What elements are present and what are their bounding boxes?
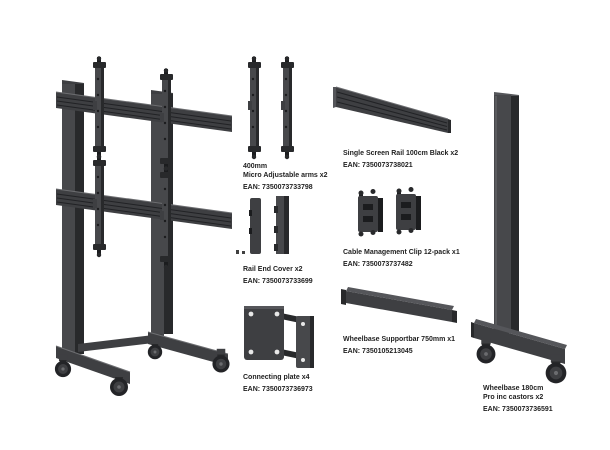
wheelbase-pole-illustration [471, 92, 567, 384]
product-ean: EAN: 7350073733699 [243, 278, 313, 285]
small-fastener-marks [242, 251, 245, 254]
product-ean: EAN: 7350073736591 [483, 406, 553, 413]
cable-clip-illustration [358, 187, 421, 237]
product-title: Single Screen Rail 100cm Black x2 [343, 150, 459, 157]
label-wheelbase: Wheelbase 180cm Pro inc castors x2 EAN: … [483, 384, 553, 414]
product-title: Rail End Cover x2 [243, 266, 303, 273]
product-ean: EAN: 7350105213045 [343, 348, 413, 355]
supportbar-illustration [341, 287, 457, 323]
screen-rail-illustration [333, 86, 451, 133]
label-micro-arms: 400mm Micro Adjustable arms x2 EAN: 7350… [243, 162, 328, 192]
label-connecting-plate: Connecting plate x4 EAN: 7350073736973 [243, 373, 313, 394]
product-ean: EAN: 7350073738021 [343, 162, 413, 169]
label-cable-clip: Cable Management Clip 12-pack x1 EAN: 73… [343, 248, 460, 269]
label-screen-rail: Single Screen Rail 100cm Black x2 EAN: 7… [343, 149, 458, 170]
product-ean: EAN: 7350073737482 [343, 261, 413, 268]
product-title: 400mm [243, 163, 268, 170]
main-stand-illustration [54, 56, 233, 396]
product-ean: EAN: 7350073736973 [243, 386, 313, 393]
connecting-plate-illustration [244, 306, 314, 368]
product-title: Cable Management Clip 12-pack x1 [343, 249, 460, 256]
product-title: Connecting plate x4 [243, 374, 310, 381]
rail-end-cover-illustration [236, 196, 289, 254]
adjustable-arm [248, 56, 261, 160]
product-title: Micro Adjustable arms x2 [243, 172, 328, 179]
product-ean: EAN: 7350073733798 [243, 184, 313, 191]
small-fastener-marks [236, 250, 239, 254]
label-supportbar: Wheelbase Supportbar 750mm x1 EAN: 73501… [343, 335, 455, 356]
product-title: Wheelbase 180cm [483, 385, 544, 392]
product-title: Pro inc castors x2 [483, 394, 544, 401]
micro-arms-illustration [248, 56, 294, 160]
adjustable-arm [281, 56, 294, 160]
label-rail-end-cover: Rail End Cover x2 EAN: 7350073733699 [243, 265, 313, 286]
cable-clip [396, 187, 421, 235]
product-title: Wheelbase Supportbar 750mm x1 [343, 336, 456, 343]
cable-clip [358, 189, 383, 237]
